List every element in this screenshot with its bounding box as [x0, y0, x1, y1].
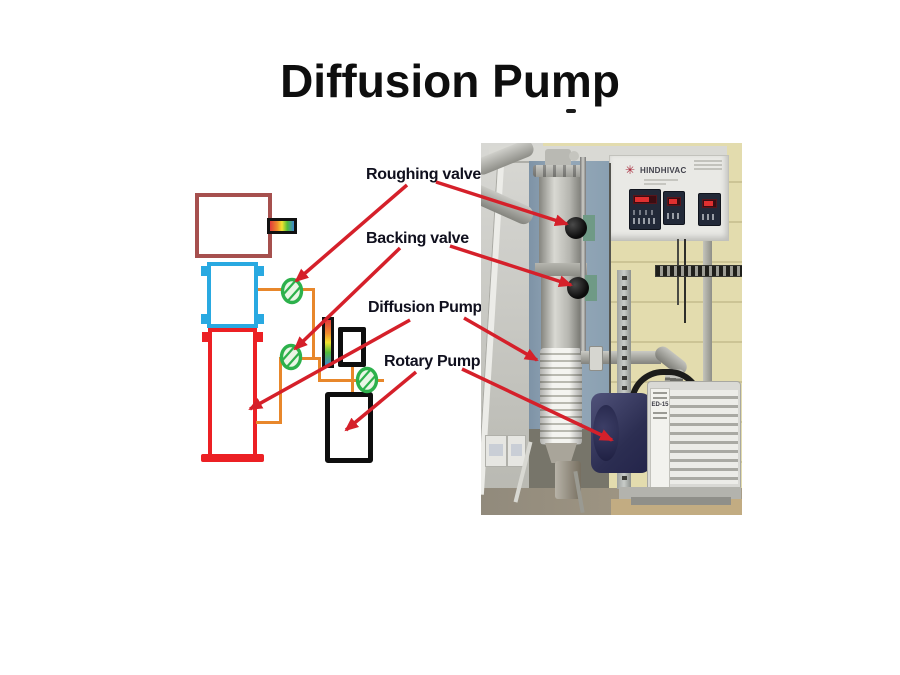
panel-corner-line [694, 164, 722, 166]
column-neck [545, 149, 571, 167]
button-row [633, 218, 657, 224]
label-rotary-pump: Rotary Pump [384, 353, 481, 370]
gauge-controller [698, 193, 721, 226]
flange-tab [258, 266, 264, 276]
baffle-rect [201, 262, 264, 328]
rotary-pump-body: ED-15 [647, 381, 741, 493]
diffusion-pump-fins [540, 348, 582, 445]
button-row [667, 213, 681, 219]
diffusion-pump-rect [202, 328, 263, 458]
pump-base-plate [619, 487, 741, 499]
photo-backing-valve-knob [567, 277, 589, 299]
gauge-head-rect [338, 327, 366, 367]
vacuum-chamber-rect [195, 193, 272, 258]
wall-switch-box [485, 435, 507, 467]
panel-subtext-line [644, 179, 678, 181]
pump-lower-cone [545, 443, 577, 463]
led-display [702, 199, 717, 208]
valve-bracket [583, 215, 595, 241]
pipe-roughing-vertical [312, 288, 315, 359]
led-display [633, 195, 657, 204]
panel-wire [684, 239, 686, 323]
label-diffusion-pump: Diffusion Pump [368, 299, 483, 316]
valve-bracket [585, 275, 597, 301]
rainbow-scale [270, 221, 294, 231]
column-lug [569, 151, 579, 161]
flange-tab [258, 314, 264, 324]
label-backing-valve: Backing valve [366, 230, 469, 247]
vent-valve-icon [355, 366, 379, 394]
chamber-gauge-horizontal [267, 218, 297, 234]
photo-frame-post [703, 239, 712, 491]
terminal-strip [655, 265, 742, 277]
title-dash [566, 109, 576, 113]
page-title: Diffusion Pump [280, 55, 620, 107]
led-display [667, 197, 681, 206]
pipe-to-rotary [351, 365, 354, 393]
button-row [633, 210, 657, 215]
pipe-to-diffusion [256, 421, 282, 424]
cooling-fins [668, 390, 738, 484]
pump-label: ED-15 [650, 388, 670, 488]
hanging-cable [609, 163, 611, 393]
pipe-flange [589, 346, 603, 371]
hindhivac-logo-icon: ✳ [625, 163, 636, 177]
top-flange [533, 165, 585, 177]
roughing-valve-icon [280, 277, 304, 305]
rainbow-scale [325, 320, 331, 365]
gauge-controller [663, 191, 685, 225]
flange-tab [201, 266, 207, 276]
control-panel: ✳ HINDHIVAC [609, 155, 729, 241]
diffusion-pump-base [201, 454, 264, 462]
flange-tab [201, 314, 207, 324]
pump-base-shadow [631, 497, 731, 505]
valve-line-pipe [580, 157, 586, 353]
panel-corner-line [694, 168, 722, 170]
backing-valve-icon [279, 343, 303, 371]
motor-end-face [593, 405, 619, 461]
button-row [702, 214, 717, 220]
flange-tab [202, 332, 208, 342]
equipment-photo: ✳ HINDHIVAC [481, 143, 742, 515]
photo-roughing-valve-knob [565, 217, 587, 239]
pressure-gauge-vertical [322, 317, 334, 368]
flange-tab [257, 332, 263, 342]
panel-corner-line [694, 160, 722, 162]
rotary-pump-rect [325, 392, 373, 463]
pump-model-text: ED-15 [651, 402, 669, 408]
brand-text: HINDHIVAC [640, 166, 687, 175]
panel-subtext-line [644, 183, 666, 185]
label-roughing-valve: Roughing valve [366, 166, 481, 183]
gauge-controller [629, 189, 661, 230]
